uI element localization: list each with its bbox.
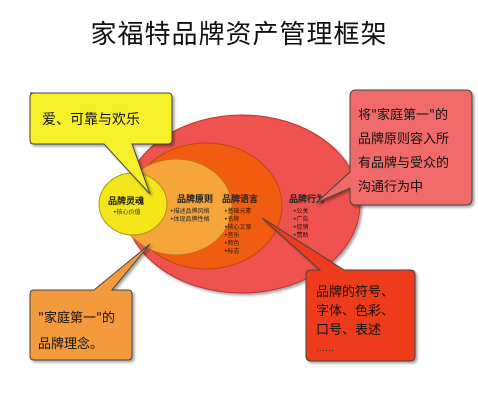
soul-item-0: •核心价值 xyxy=(113,208,141,216)
callout-top-left-line-0: 爱、可靠与欢乐 xyxy=(42,112,140,128)
language-item-5: •标志 xyxy=(224,247,240,255)
language-item-4: •颜色 xyxy=(224,239,240,247)
soul-layer-text: 品牌灵魂 •核心价值 xyxy=(108,195,144,216)
behavior-item-2: •促销 xyxy=(293,223,309,231)
language-heading: 品牌语言 xyxy=(222,193,258,205)
behavior-item-1: •广告 xyxy=(293,215,309,223)
callout-bottom-right-line-3: …… xyxy=(316,344,334,354)
callout-bottom-left-line-1: 品牌理念。 xyxy=(38,336,103,352)
principle-item-1: •体现品牌性格 xyxy=(170,215,210,223)
callout-top-left-bubble xyxy=(29,92,173,195)
callout-top-right-bubble xyxy=(315,89,473,206)
behavior-heading: 品牌行为 xyxy=(289,193,325,205)
language-item-2: •核心文案 xyxy=(224,223,252,231)
callout-bottom-right-line-2: 口号、表述 xyxy=(316,323,381,338)
callout-top-right-line-2: 有品牌与受众的 xyxy=(358,155,449,171)
principle-heading: 品牌原则 xyxy=(177,193,213,205)
soul-heading: 品牌灵魂 xyxy=(108,195,144,207)
callout-top-right-line-0: 将"家庭第一"的 xyxy=(358,107,448,123)
callout-bottom-right-line-0: 品牌的符号、 xyxy=(316,284,394,300)
page-title: 家福特品牌资产管理框架 xyxy=(90,20,388,50)
callout-top-right-line-1: 品牌原则容入所 xyxy=(358,131,449,147)
callout-bottom-right-line-1: 字体、色彩、 xyxy=(316,303,394,319)
language-layer-text: 品牌语言 •基础元素 •名称 •核心文案 •音乐 •颜色 •标志 xyxy=(222,193,258,255)
language-item-3: •音乐 xyxy=(224,231,240,239)
callout-bottom-right-bubble xyxy=(261,217,416,362)
behavior-item-0: •公关 xyxy=(293,207,309,215)
language-item-0: •基础元素 xyxy=(224,207,252,215)
callout-top-right-line-3: 沟通行为中 xyxy=(358,180,423,195)
callout-bottom-left-line-0: "家庭第一"的 xyxy=(38,310,115,326)
language-item-1: •名称 xyxy=(224,215,240,223)
callout-bottom-left-bubble xyxy=(29,243,151,361)
principle-item-0: •描述品牌风格 xyxy=(170,207,210,215)
behavior-layer-text: 品牌行为 •公关 •广告 •促销 •赞助 xyxy=(289,193,325,239)
principle-layer-text: 品牌原则 •描述品牌风格 •体现品牌性格 xyxy=(170,193,213,223)
behavior-item-3: •赞助 xyxy=(293,231,309,239)
